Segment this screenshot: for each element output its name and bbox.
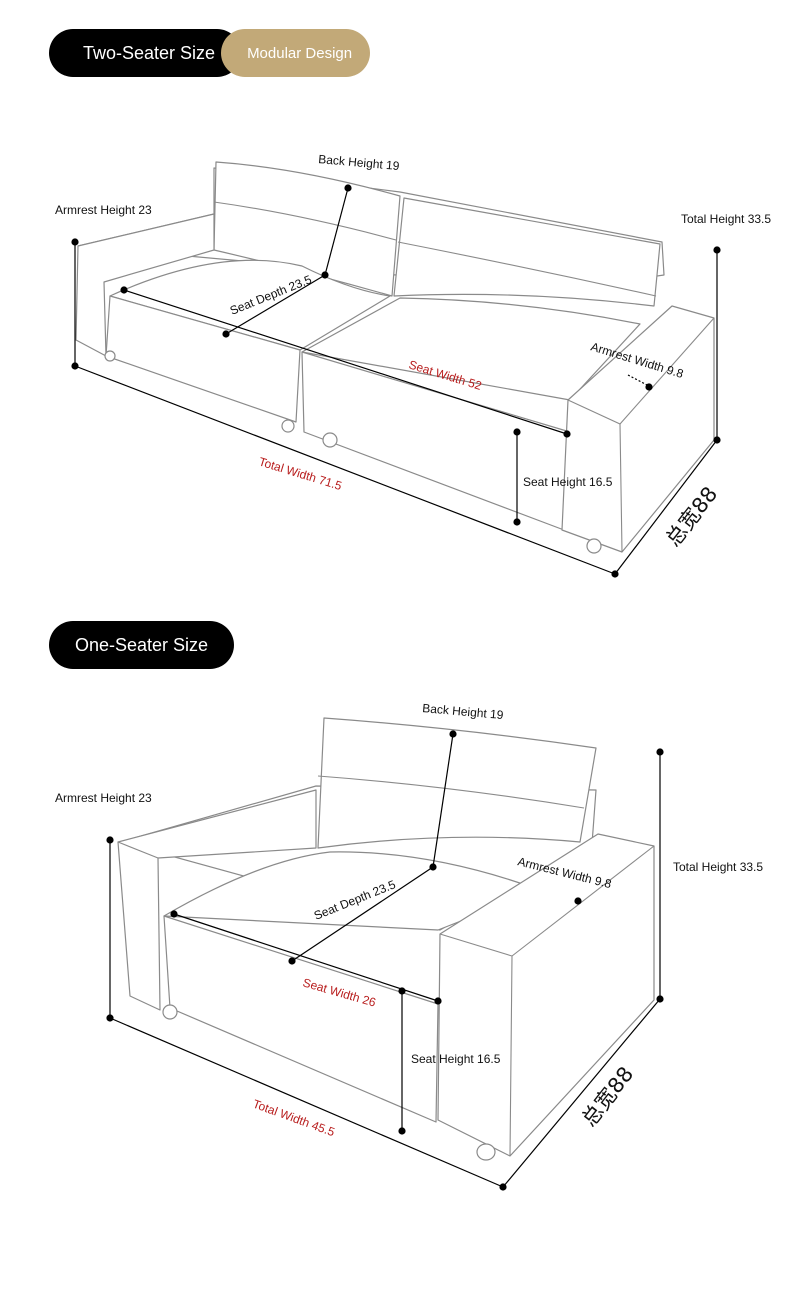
- one-seater-title: One-Seater Size: [75, 634, 209, 655]
- left-seat-cushion: [109, 259, 391, 351]
- two-back-height-label: Back Height 19: [318, 152, 401, 173]
- two-seater-measure-dots: [71, 184, 721, 578]
- modular-design-tag[interactable]: Modular Design: [221, 29, 371, 77]
- one-seater-sofa-drawing: [117, 717, 655, 1161]
- left-armrest: [75, 213, 215, 357]
- left-seat-base: [105, 295, 301, 423]
- one-armrest-height-label: Armrest Height 23: [55, 791, 152, 805]
- right-seat-cushion: [301, 297, 641, 401]
- one-seater-measure-lines: [109, 733, 661, 1188]
- one-back-cushion: [317, 717, 597, 849]
- two-seater-title-pill[interactable]: Two-Seater Size: [49, 29, 242, 77]
- two-seater-title: Two-Seater Size: [83, 42, 216, 63]
- two-total-height-label: Total Height 33.5: [681, 212, 771, 226]
- one-seat-base: [163, 915, 439, 1123]
- one-seater-diagram: Back Height 19 Armrest Height 23 Total H…: [55, 701, 763, 1191]
- two-armrest-height-label: Armrest Height 23: [55, 203, 152, 217]
- one-seat-cushion: [163, 851, 541, 931]
- two-seater-measure-lines: [74, 187, 718, 575]
- two-total-width-label: Total Width 71.5: [257, 454, 344, 493]
- one-total-width-label: Total Width 45.5: [251, 1097, 337, 1140]
- one-seater-title-pill[interactable]: One-Seater Size: [49, 621, 235, 669]
- two-seater-diagram: Back Height 19 Armrest Height 23 Total H…: [55, 152, 771, 578]
- two-seat-height-label: Seat Height 16.5: [523, 475, 613, 489]
- modular-design-label: Modular Design: [247, 44, 353, 62]
- two-seater-header: Two-Seater Size Modular Design: [49, 29, 371, 77]
- one-seater-header: One-Seater Size: [49, 621, 235, 669]
- right-back-cushion: [393, 197, 661, 307]
- one-seat-height-label: Seat Height 16.5: [411, 1052, 501, 1066]
- one-total-height-label: Total Height 33.5: [673, 860, 763, 874]
- one-right-armrest: [437, 833, 655, 1157]
- two-seater-sofa-drawing: [75, 161, 715, 554]
- one-back-height-label: Back Height 19: [422, 701, 505, 722]
- one-seater-measure-dots: [106, 730, 664, 1191]
